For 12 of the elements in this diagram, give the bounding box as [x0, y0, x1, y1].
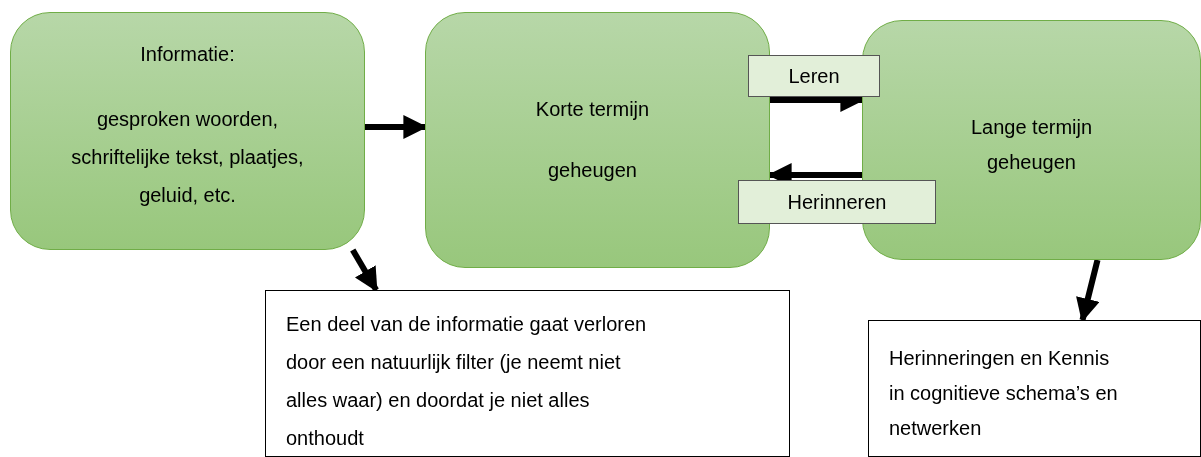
edge-label: Herinneren	[738, 180, 936, 224]
text: Een deel van de informatie gaat verloren door een natuurlijk filter (je neemt niet alles waar) en doordat je niet alles onthoudt	[285, 312, 648, 451]
text-box	[868, 320, 1201, 457]
text: Herinneringen en Kennis in cognitieve schema’s en netwerken	[888, 346, 1119, 441]
text-box	[265, 290, 790, 457]
rounded-box	[425, 12, 770, 268]
heading: Informatie:	[140, 42, 235, 66]
text: Korte termijn geheugen	[534, 97, 651, 183]
rounded-box	[10, 12, 365, 250]
text: Lange termijn geheugen	[969, 115, 1094, 175]
edge-label: Leren	[748, 55, 880, 97]
text: gesproken woorden, schriftelijke tekst, plaatjes, geluid, etc.	[70, 106, 305, 208]
